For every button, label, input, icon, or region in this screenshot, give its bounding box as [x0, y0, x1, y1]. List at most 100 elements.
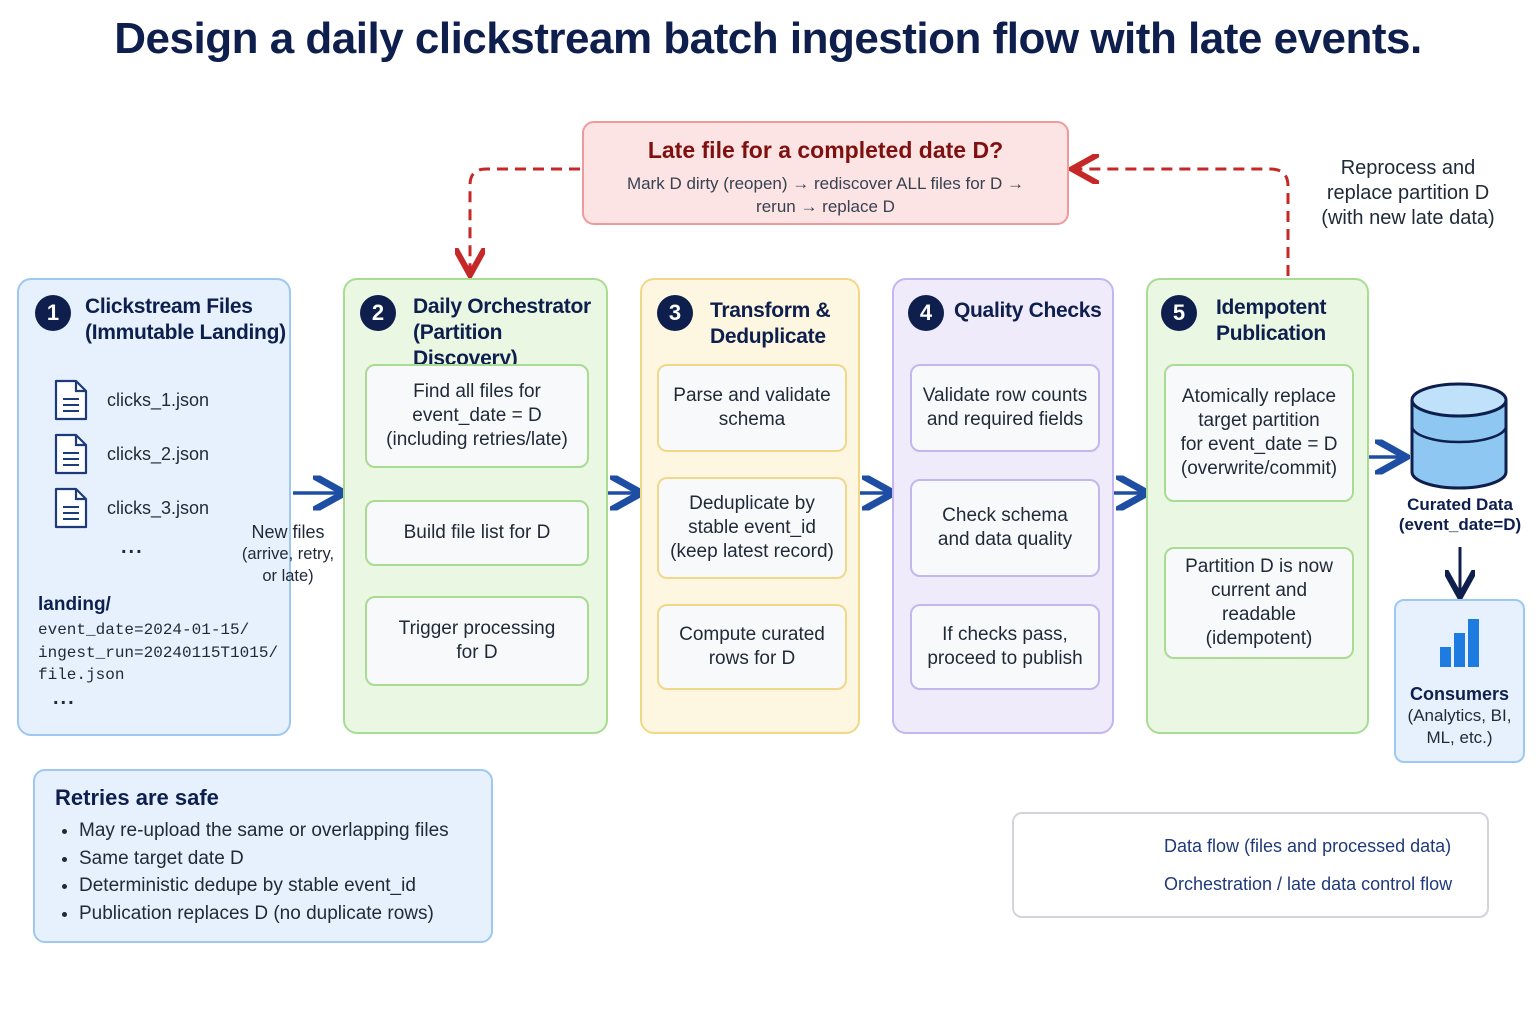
landing-path: event_date=2024-01-15/ ingest_run=202401… — [38, 619, 278, 687]
file-icon — [54, 433, 88, 475]
reprocess-line-1: Reprocess and — [1340, 157, 1476, 179]
late-file-box: Late file for a completed date D? Mark D… — [582, 121, 1069, 225]
step-parse-validate: Parse and validate schema — [657, 364, 847, 452]
legend-data-flow-label: Data flow (files and processed data) — [1164, 836, 1452, 856]
file-icon — [54, 487, 88, 529]
step-line: stable event_id — [688, 517, 816, 538]
stage-title-line-1: Clickstream Files — [85, 295, 253, 318]
step-line: proceed to publish — [927, 648, 1083, 669]
landing-ellipsis: ... — [53, 687, 76, 709]
stage-clickstream-files: 1 Clickstream Files (Immutable Landing) … — [17, 278, 291, 736]
reprocess-line-2: replace partition D — [1326, 182, 1490, 204]
step-line: schema — [718, 409, 786, 430]
stage-title-line-1: Transform & — [710, 299, 831, 322]
file-name: clicks_1.json — [107, 389, 210, 410]
step-line: Parse and validate — [673, 385, 831, 406]
late-file-title: Late file for a completed date D? — [647, 137, 1004, 163]
stage-title: Quality Checks — [954, 298, 1102, 324]
new-files-note: New files (arrive, retry, or late) — [240, 522, 336, 587]
curated-data-title: Curated Data — [1407, 495, 1513, 514]
file-name: clicks_2.json — [107, 443, 210, 464]
stage-title: Transform & Deduplicate — [710, 298, 831, 350]
curated-data-subtitle: (event_date=D) — [1398, 515, 1522, 534]
consumers-line: ML, etc.) — [1426, 728, 1493, 747]
landing-path-line: event_date=2024-01-15/ — [38, 621, 250, 639]
step-line: target partition — [1198, 410, 1320, 431]
step-deduplicate: Deduplicate by stable event_id (keep lates… — [657, 477, 847, 579]
legend-control-flow-label: Orchestration / late data control flow — [1164, 874, 1453, 894]
stage-title: Daily Orchestrator (Partition Discovery) — [413, 294, 606, 372]
new-files-title: New files — [251, 522, 325, 542]
reprocess-line-3: (with new late data) — [1321, 207, 1495, 229]
step-line: and data quality — [937, 529, 1073, 550]
step-compute-curated: Compute curated rows for D — [657, 604, 847, 690]
consumers-line: (Analytics, BI, — [1407, 706, 1512, 725]
stage-title-line-2: Deduplicate — [710, 325, 826, 348]
files-ellipsis: ... — [121, 536, 144, 558]
landing-path-line: ingest_run=20240115T1015/ — [38, 643, 279, 662]
landing-label: landing/ — [38, 594, 111, 615]
list-item: Same target date D — [79, 845, 491, 873]
curated-data-label: Curated Data (event_date=D) — [1390, 495, 1530, 535]
retries-box: Retries are safe May re-upload the same … — [33, 769, 493, 943]
step-validate-row-counts: Validate row counts and required fields — [910, 364, 1100, 452]
step-line: rows for D — [708, 648, 796, 669]
stage-title-line-2: (Immutable Landing) — [85, 321, 286, 344]
step-line: Deduplicate by — [689, 493, 815, 514]
list-item: Deterministic dedupe by stable event_id — [79, 872, 491, 900]
stage-number-badge: 4 — [908, 295, 944, 331]
step-line: current and readable — [1210, 580, 1308, 625]
file-icon — [54, 379, 88, 421]
landing-path-line: file.json — [38, 666, 125, 684]
step-line: (idempotent) — [1205, 628, 1313, 649]
step-line: Validate row counts — [922, 385, 1088, 406]
stage-number-badge: 3 — [657, 295, 693, 331]
new-files-line: or late) — [262, 567, 314, 585]
stage-title: Idempotent Publication — [1216, 295, 1326, 347]
late-loop-left — [470, 167, 580, 272]
step-line: for D — [456, 642, 498, 663]
new-files-line: (arrive, retry, — [241, 545, 335, 563]
late-loop-right — [1075, 169, 1290, 276]
step-line: and required fields — [926, 409, 1084, 430]
file-item: clicks_2.json — [53, 433, 209, 475]
step-find-files: Find all files for event_date = D (includi… — [365, 364, 589, 468]
stage-title-line-2: Publication — [1216, 322, 1326, 345]
file-item: clicks_3.json — [53, 487, 209, 529]
consumers-box: Consumers (Analytics, BI, ML, etc.) — [1394, 599, 1525, 763]
stage-title-line-1: Idempotent — [1216, 296, 1327, 319]
step-line: (keep latest record) — [670, 541, 834, 562]
stage-number-badge: 5 — [1161, 295, 1197, 331]
late-file-line-1: Mark D dirty (reopen) → rediscover ALL f… — [626, 174, 1025, 193]
step-line: (including retries/late) — [386, 429, 568, 450]
bar-chart-icon — [1439, 619, 1479, 667]
step-line: event_date = D — [412, 405, 542, 426]
step-line: Find all files for — [413, 381, 541, 402]
step-proceed-publish: If checks pass, proceed to publish — [910, 604, 1100, 690]
list-item: May re-upload the same or overlapping fi… — [79, 817, 491, 845]
consumers-title: Consumers — [1409, 684, 1510, 704]
page-title: Design a daily clickstream batch ingesti… — [114, 14, 1422, 63]
step-line: for event_date = D — [1180, 434, 1338, 455]
stage-number-badge: 2 — [360, 295, 396, 331]
step-line: Compute curated — [679, 624, 825, 645]
reprocess-note: Reprocess and replace partition D (with … — [1308, 156, 1508, 231]
database-icon — [1410, 382, 1508, 490]
file-name: clicks_3.json — [107, 497, 210, 518]
stage-transform-deduplicate: 3 Transform & Deduplicate Parse and vali… — [640, 278, 860, 734]
step-line: Atomically replace — [1181, 386, 1337, 407]
step-atomic-replace: Atomically replace target partition for ev… — [1164, 364, 1354, 502]
stage-daily-orchestrator: 2 Daily Orchestrator (Partition Discover… — [343, 278, 608, 734]
step-line: (overwrite/commit) — [1180, 458, 1338, 479]
list-item: Publication replaces D (no duplicate row… — [79, 900, 491, 928]
step-line: If checks pass, — [942, 624, 1068, 645]
step-build-file-list: Build file list for D — [365, 500, 589, 566]
stage-title: Clickstream Files (Immutable Landing) — [85, 294, 286, 346]
stage-title-line-1: Quality Checks — [954, 299, 1102, 322]
stage-idempotent-publication: 5 Idempotent Publication Atomically repl… — [1146, 278, 1369, 734]
step-line: Partition D is now — [1185, 556, 1333, 577]
stage-title-line-1: Daily Orchestrator — [413, 295, 591, 318]
stage-number-badge: 1 — [35, 295, 71, 331]
legend: Data flow (files and processed data) Orc… — [1012, 812, 1489, 918]
